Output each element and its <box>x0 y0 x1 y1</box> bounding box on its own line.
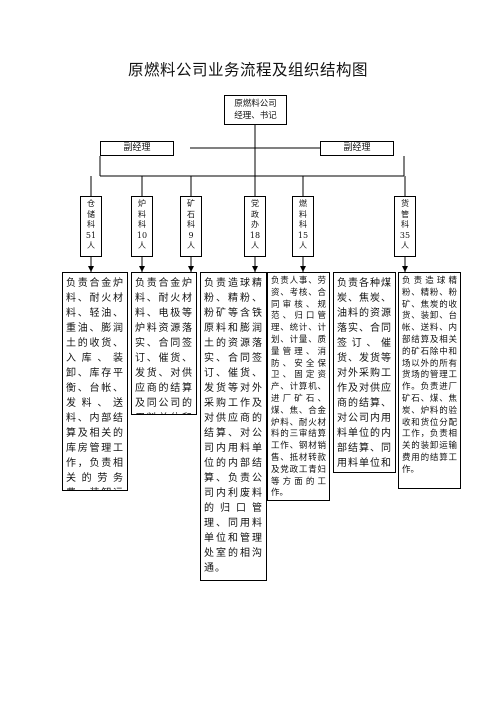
dept-unit: 人 <box>251 241 259 250</box>
chart-title: 原燃料公司业务流程及组织结构图 <box>127 61 368 79</box>
dept-ore-box: 矿 石 科 9 人 <box>180 196 202 257</box>
company-name: 原燃料公司 <box>234 99 277 109</box>
company-roles: 经理、书记 <box>234 111 277 121</box>
company-head-box: 原燃料公司 经理、书记 <box>224 95 287 125</box>
dept-char: 仓 <box>87 199 95 208</box>
desc-fuel: 负责各种煤炭、焦炭、油料的资源落实、合同签订、催货、发货等对外采购工作及对供应商… <box>333 272 396 473</box>
dept-char: 燃 <box>299 199 307 208</box>
dept-char: 科 <box>187 220 195 229</box>
dept-count: 10 <box>136 230 148 240</box>
dept-unit: 人 <box>299 241 307 250</box>
dept-char: 料 <box>299 209 307 219</box>
desc-ore: 负责造球精粉、精粉、粉矿等含铁原料和膨润土的资源落实、合同签订、催货、发货等对外… <box>200 272 267 581</box>
desc-cargo: 负责造球精粉、精粉、粉矿、焦炭的收货、装卸、台帐、送料、内部结算及相关的矿石除中… <box>398 272 461 489</box>
dept-unit: 人 <box>187 241 195 250</box>
dept-char: 石 <box>187 209 195 219</box>
dept-char: 政 <box>251 209 259 219</box>
dept-char: 党 <box>251 199 259 208</box>
dept-warehouse-box: 仓 储 科 51 人 <box>80 196 102 257</box>
deputy-manager-right-label: 副经理 <box>343 143 371 153</box>
dept-count: 35 <box>399 230 411 240</box>
dept-unit: 人 <box>138 241 146 250</box>
desc-furnace-material: 负责合金炉料、耐火材料、电极等炉料资源落实、合同签订、催货、发货、对供应商的结算… <box>131 272 197 415</box>
desc-warehouse: 负责合金炉料、耐火材料、轻油、重油、膨润土的收货、入库、装卸、库存平衡、台帐、发… <box>62 272 128 491</box>
dept-char: 炉 <box>138 199 146 208</box>
dept-char: 科 <box>138 220 146 229</box>
dept-char: 科 <box>401 220 409 229</box>
dept-count: 18 <box>249 230 261 240</box>
deputy-manager-right-box: 副经理 <box>320 141 394 156</box>
dept-char: 矿 <box>187 199 195 208</box>
dept-char: 科 <box>299 220 307 229</box>
deputy-manager-left-box: 副经理 <box>100 141 174 156</box>
deputy-manager-left-label: 副经理 <box>123 143 151 153</box>
dept-char: 储 <box>87 209 95 219</box>
dept-party-office-box: 党 政 办 18 人 <box>244 196 266 257</box>
dept-char: 科 <box>87 220 95 229</box>
dept-char: 货 <box>401 199 409 208</box>
dept-char: 办 <box>251 220 259 229</box>
dept-char: 料 <box>138 209 146 219</box>
dept-cargo-box: 货 管 科 35 人 <box>394 196 416 257</box>
dept-count: 9 <box>188 230 194 240</box>
dept-count: 51 <box>85 230 97 240</box>
dept-count: 15 <box>297 230 309 240</box>
dept-furnace-material-box: 炉 料 科 10 人 <box>131 196 153 257</box>
dept-fuel-box: 燃 料 科 15 人 <box>292 196 314 257</box>
dept-unit: 人 <box>87 241 95 250</box>
dept-char: 管 <box>401 209 409 219</box>
desc-party-office: 负责人事、劳资、考核、合同审核、规范、归口管理、统计、计划、计量、质量管理、消防… <box>267 272 330 501</box>
dept-unit: 人 <box>401 241 409 250</box>
